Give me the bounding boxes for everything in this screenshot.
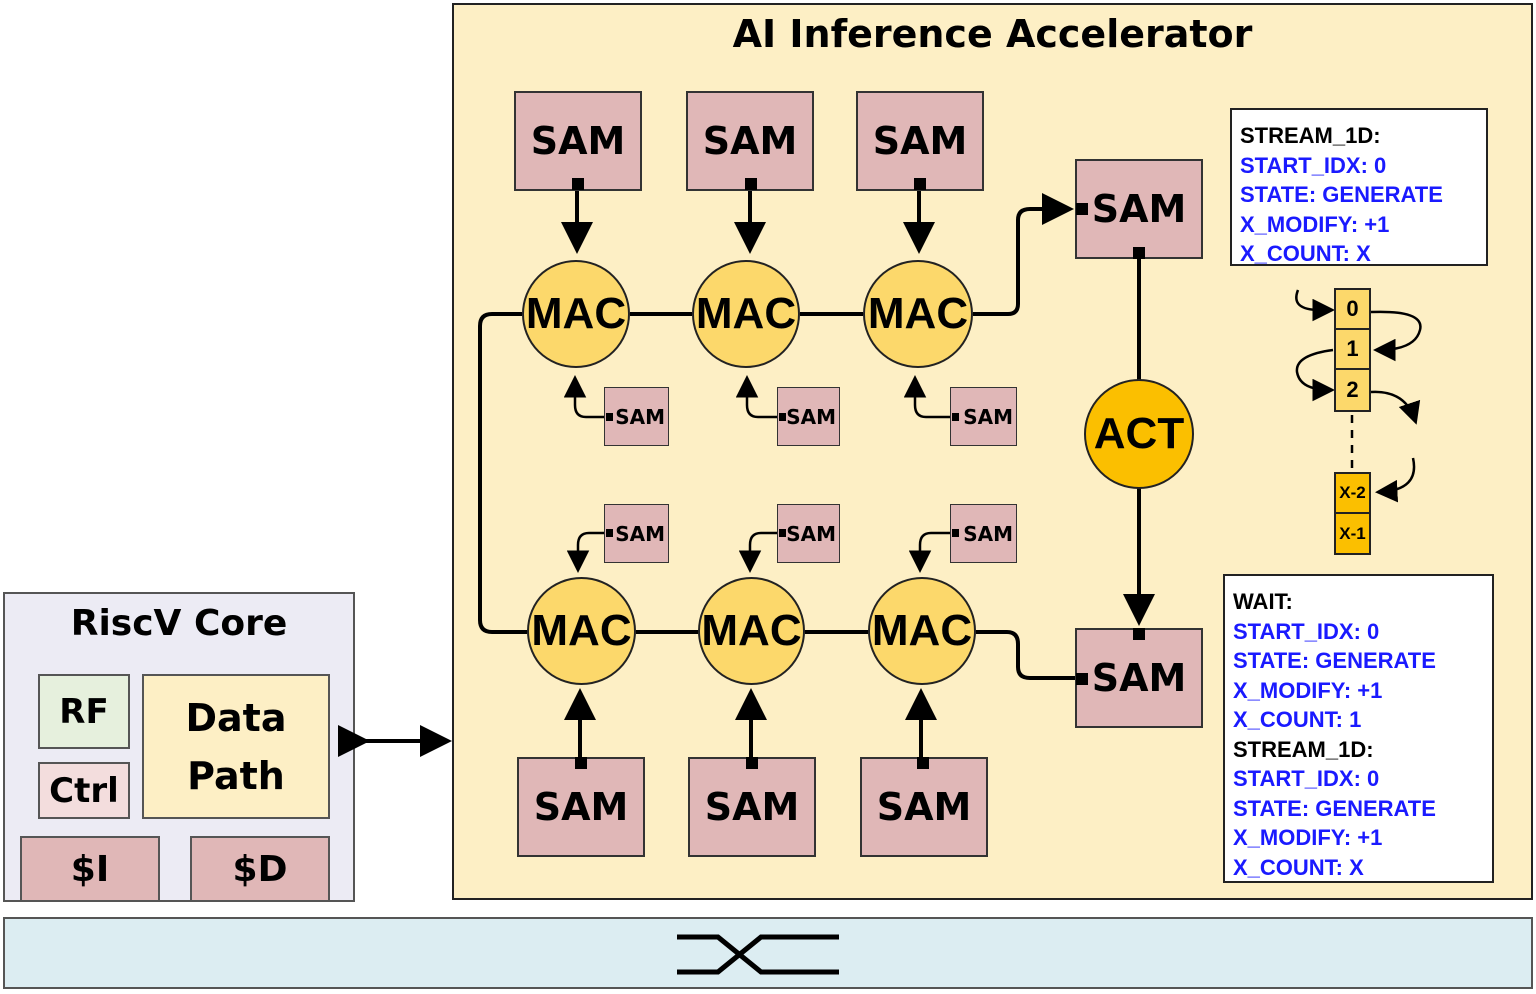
config-line: X_COUNT: X [1233, 854, 1364, 880]
system-bus [3, 917, 1533, 989]
riscv-core-title: RiscV Core [70, 603, 288, 644]
sam-small-4: SAM [604, 504, 669, 563]
mac-top-3: MAC [863, 260, 973, 368]
config-line: STREAM_1D: [1240, 123, 1381, 148]
sequence-arrow [1295, 289, 1335, 322]
mac-top-2: MAC [692, 260, 800, 368]
mac-bottom-3: MAC [868, 577, 976, 685]
row-loop-link [478, 312, 527, 634]
stream-config-top: STREAM_1D: START_IDX: 0 STATE: GENERATE … [1230, 108, 1488, 266]
instruction-cache: $I [20, 836, 160, 902]
sam-small-2: SAM [777, 387, 840, 446]
config-line: STATE: GENERATE [1233, 795, 1436, 821]
config-line: X_MODIFY: +1 [1240, 211, 1390, 237]
data-path: Data Path [142, 674, 330, 819]
small-sam-arrow [563, 375, 608, 419]
crossbar-icon [677, 934, 839, 975]
small-sam-arrow [735, 375, 780, 419]
sequence-cell: 2 [1334, 368, 1371, 412]
config-line: STREAM_1D: [1233, 736, 1374, 762]
config-line: START_IDX: 0 [1233, 618, 1380, 644]
mac-bottom-2: MAC [698, 577, 805, 685]
small-sam-arrow [738, 531, 780, 573]
config-line: X_COUNT: X [1240, 241, 1371, 266]
config-line: STATE: GENERATE [1233, 648, 1436, 673]
sam-top-2: SAM [686, 91, 814, 191]
sequence-cell: 1 [1334, 328, 1371, 370]
stream-config-bottom: WAIT: START_IDX: 0 STATE: GENERATE X_MOD… [1223, 574, 1494, 883]
sam-small-5: SAM [777, 504, 840, 563]
sam-bottom-3: SAM [860, 757, 988, 857]
data-cache: $D [190, 836, 330, 902]
sam-small-3: SAM [950, 387, 1017, 446]
sam-small-6: SAM [950, 504, 1017, 563]
sam-bottom-2: SAM [688, 757, 816, 857]
small-sam-arrow [903, 375, 954, 419]
small-sam-arrow [566, 531, 608, 573]
sequence-arrow [1370, 390, 1421, 425]
small-sam-arrow [908, 531, 954, 573]
accelerator-title: AI Inference Accelerator [732, 12, 1253, 56]
sequence-arrow [1375, 457, 1416, 503]
data-path-line-2: Path [187, 753, 285, 798]
sequence-arrow [1370, 310, 1422, 362]
register-file: RF [38, 674, 130, 749]
config-line: X_MODIFY: +1 [1233, 677, 1383, 703]
config-line: START_IDX: 0 [1233, 766, 1380, 791]
mac-bottom-1: MAC [527, 577, 636, 685]
mac-top-1: MAC [522, 260, 630, 368]
config-line: X_COUNT: 1 [1233, 707, 1362, 732]
mac-to-sam-link [976, 630, 1080, 680]
sam-bottom-1: SAM [517, 757, 645, 857]
sam-top-3: SAM [856, 91, 984, 191]
config-line: STATE: GENERATE [1240, 182, 1443, 207]
config-line: START_IDX: 0 [1240, 152, 1387, 178]
sam-small-1: SAM [604, 387, 669, 446]
sequence-arrow [1295, 348, 1335, 402]
sequence-cell: X-2 [1334, 472, 1371, 514]
config-line: X_MODIFY: +1 [1233, 825, 1383, 850]
sequence-cell: X-1 [1334, 512, 1371, 555]
data-path-line-1: Data [185, 695, 287, 740]
mac-to-output-sam-arrow [973, 193, 1074, 316]
sam-output: SAM [1075, 159, 1203, 259]
activation-unit: ACT [1084, 379, 1194, 489]
config-line: WAIT: [1233, 589, 1293, 614]
sequence-cell: 0 [1334, 288, 1371, 330]
control-unit: Ctrl [38, 762, 130, 819]
